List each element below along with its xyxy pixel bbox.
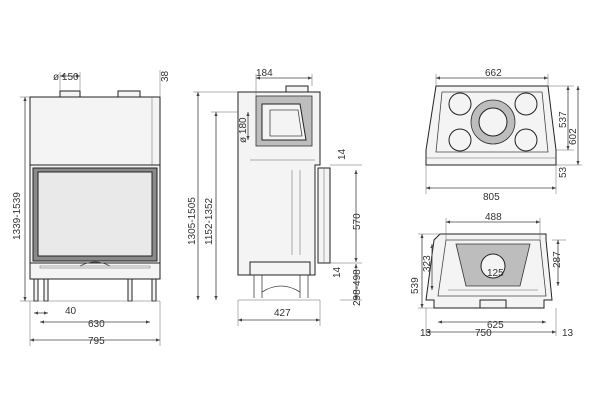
front-view: ø 150 38 1339-1539 40 630 795: [12, 70, 171, 347]
side-top-width: 184: [256, 68, 273, 79]
side-flue-diameter: ø 180: [238, 117, 249, 143]
side-depth: 427: [274, 308, 291, 319]
section-view: 488 539 323 287 125 625 750 13 13: [410, 212, 574, 339]
side-base-height: 298-498: [352, 269, 363, 306]
front-leg-right: [151, 278, 157, 302]
top-view: 662 537 602 53 805: [425, 68, 582, 203]
front-flue-diameter: ø 150: [53, 72, 79, 83]
top-depth-outer: 602: [568, 128, 579, 145]
top-depth-inner: 537: [558, 111, 569, 128]
section-outer-width: 750: [475, 328, 492, 339]
section-top-width: 488: [485, 212, 502, 223]
section-left-height: 323: [422, 255, 433, 272]
front-outer-width: 795: [88, 336, 105, 347]
section-right-height: 287: [552, 251, 563, 268]
front-top-offset: 38: [160, 70, 171, 82]
front-leg-offset: 40: [65, 306, 77, 317]
top-edge-offset: 53: [558, 166, 569, 178]
front-leg-left: [33, 278, 39, 302]
side-view: 184 ø 180 1305-1505 1152-1352 14 570 14 …: [187, 68, 363, 326]
front-base: [29, 262, 161, 280]
section-label-125: 125: [487, 268, 504, 279]
front-hood: [29, 96, 161, 166]
top-width: 662: [485, 68, 502, 79]
section-inner-width: 625: [487, 320, 504, 331]
front-flue-collar-right: [117, 90, 141, 98]
top-outer-width: 805: [483, 192, 500, 203]
side-step-lower: 14: [332, 266, 343, 278]
front-door-glass: [37, 171, 153, 257]
front-flue-collar-left: [59, 90, 81, 98]
front-total-height: 1339-1539: [12, 192, 23, 240]
section-left-margin: 13: [420, 328, 432, 339]
front-inner-width: 630: [88, 319, 105, 330]
side-height-outer: 1305-1505: [187, 197, 198, 245]
section-outer-height: 539: [410, 277, 421, 294]
side-step-top: 14: [337, 148, 348, 160]
side-height-inner: 1152-1352: [204, 197, 215, 245]
side-door-height: 570: [352, 213, 363, 230]
section-right-margin: 13: [562, 328, 574, 339]
